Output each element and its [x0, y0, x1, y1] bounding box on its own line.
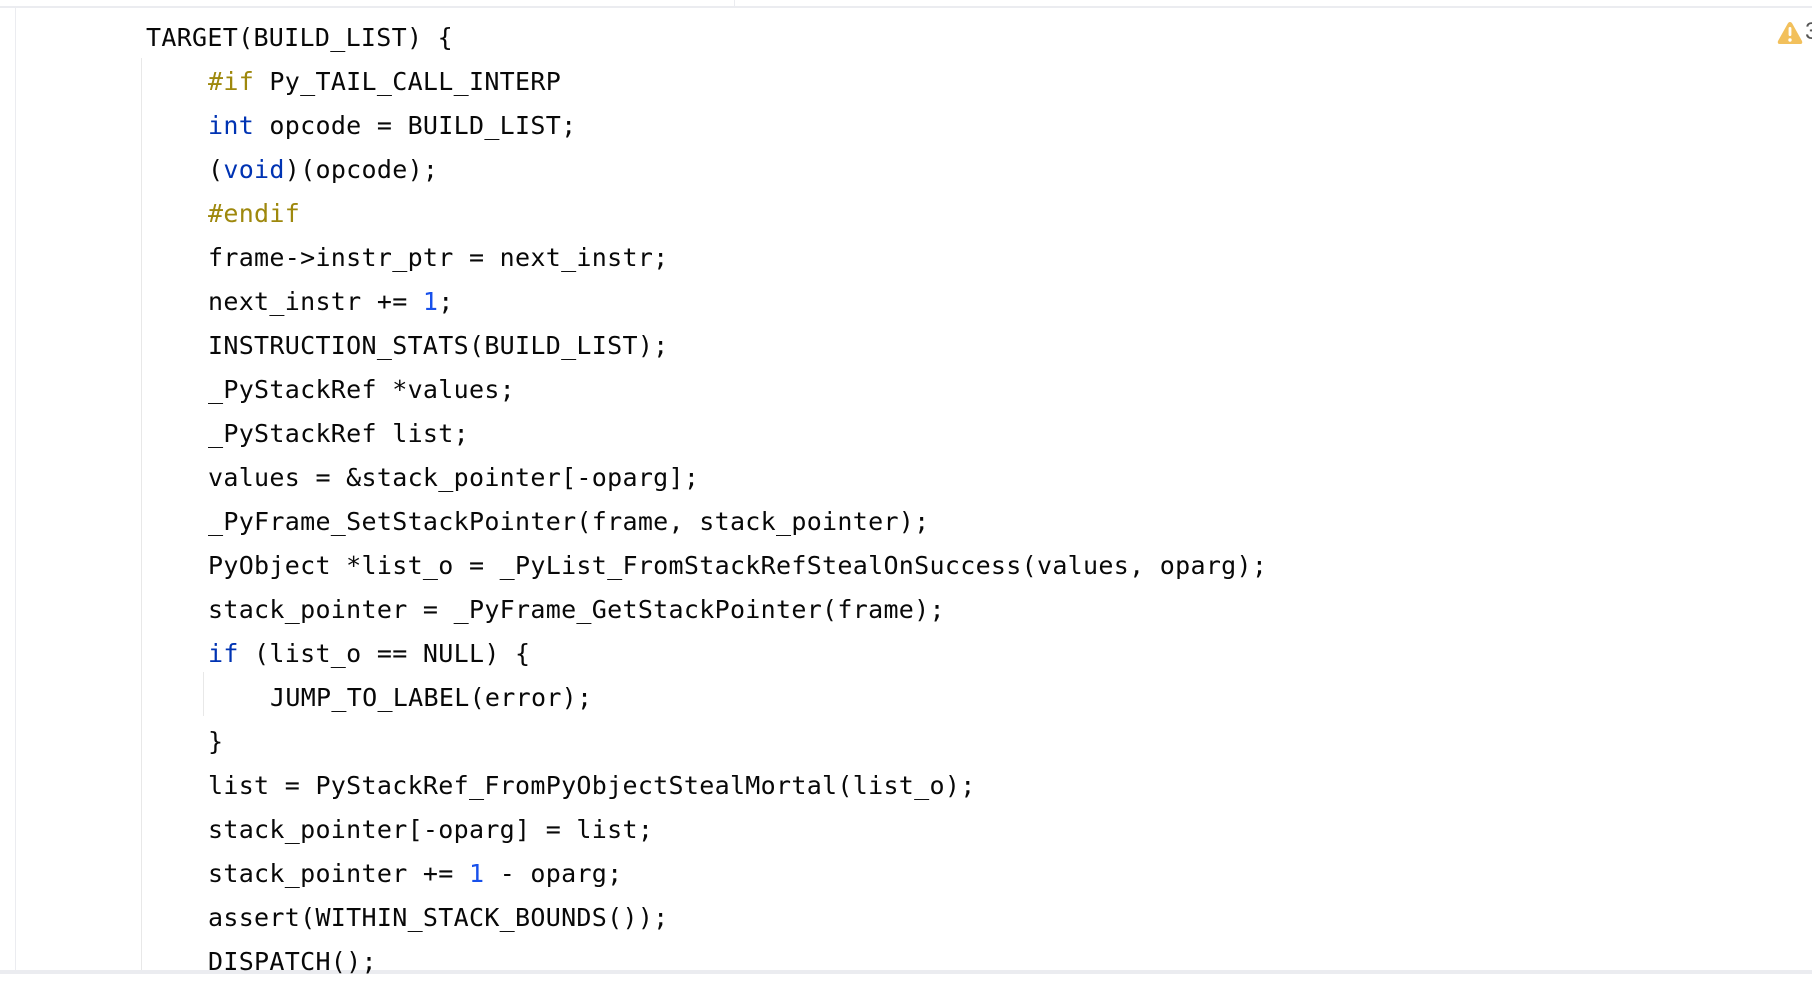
- code-line[interactable]: int opcode = BUILD_LIST;: [0, 104, 1267, 148]
- keyword-token: int: [208, 111, 255, 140]
- code-line[interactable]: assert(WITHIN_STACK_BOUNDS());: [0, 896, 1267, 940]
- code-token: }: [208, 727, 224, 756]
- code-line[interactable]: stack_pointer[-oparg] = list;: [0, 808, 1267, 852]
- code-token: INSTRUCTION_STATS(BUILD_LIST);: [208, 331, 669, 360]
- code-line[interactable]: if (list_o == NULL) {: [0, 632, 1267, 676]
- number-token: 1: [468, 859, 485, 888]
- code-token: (list_o == NULL) {: [238, 639, 531, 668]
- code-token: stack_pointer[-oparg] = list;: [208, 815, 654, 844]
- code-token: PyObject *list_o = _PyList_FromStackRefS…: [208, 551, 1268, 580]
- keyword-token: void: [223, 155, 285, 184]
- code-token: stack_pointer = _PyFrame_GetStackPointer…: [208, 595, 945, 624]
- code-token: list = PyStackRef_FromPyObjectStealMorta…: [208, 771, 976, 800]
- code-line[interactable]: PyObject *list_o = _PyList_FromStackRefS…: [0, 544, 1267, 588]
- code-line[interactable]: (void)(opcode);: [0, 148, 1267, 192]
- editor-bottom-border: [0, 970, 1812, 974]
- code-token: opcode = BUILD_LIST;: [254, 111, 577, 140]
- code-token: JUMP_TO_LABEL(error);: [270, 683, 593, 712]
- code-line[interactable]: stack_pointer = _PyFrame_GetStackPointer…: [0, 588, 1267, 632]
- code-line[interactable]: JUMP_TO_LABEL(error);: [0, 676, 1267, 720]
- code-editor[interactable]: TARGET(BUILD_LIST) { #if Py_TAIL_CALL_INT…: [0, 16, 1267, 984]
- code-token: values = &stack_pointer[-oparg];: [208, 463, 700, 492]
- code-token: DISPATCH();: [208, 947, 377, 976]
- code-token: )(opcode);: [284, 155, 439, 184]
- code-line[interactable]: stack_pointer += 1 - oparg;: [0, 852, 1267, 896]
- code-line[interactable]: INSTRUCTION_STATS(BUILD_LIST);: [0, 324, 1267, 368]
- code-token: - oparg;: [484, 859, 623, 888]
- keyword-token: if: [208, 639, 239, 668]
- code-line[interactable]: frame->instr_ptr = next_instr;: [0, 236, 1267, 280]
- code-token: (: [208, 155, 224, 184]
- code-line[interactable]: }: [0, 720, 1267, 764]
- preprocessor-token: #if: [208, 67, 255, 96]
- code-token: TARGET(BUILD_LIST) {: [146, 23, 454, 52]
- code-line[interactable]: values = &stack_pointer[-oparg];: [0, 456, 1267, 500]
- code-line[interactable]: DISPATCH();: [0, 940, 1267, 984]
- code-token: Py_TAIL_CALL_INTERP: [254, 67, 562, 96]
- indent-guide: [203, 672, 204, 716]
- code-token: frame->instr_ptr = next_instr;: [208, 243, 669, 272]
- code-token: stack_pointer +=: [208, 859, 469, 888]
- code-token: ;: [438, 287, 454, 316]
- preprocessor-token: #endif: [208, 199, 301, 228]
- code-line[interactable]: TARGET(BUILD_LIST) {: [0, 16, 1267, 60]
- code-token: next_instr +=: [208, 287, 423, 316]
- number-token: 1: [422, 287, 439, 316]
- code-token: _PyStackRef list;: [208, 419, 469, 448]
- indent-guide: [141, 58, 142, 970]
- warning-icon[interactable]: [1777, 21, 1803, 45]
- code-line[interactable]: list = PyStackRef_FromPyObjectStealMorta…: [0, 764, 1267, 808]
- warning-count[interactable]: 3: [1805, 18, 1812, 45]
- editor-top-border: [0, 6, 1812, 8]
- code-token: _PyStackRef *values;: [208, 375, 516, 404]
- code-line[interactable]: _PyStackRef *values;: [0, 368, 1267, 412]
- code-line[interactable]: #endif: [0, 192, 1267, 236]
- gutter-border: [15, 8, 16, 970]
- code-line[interactable]: #if Py_TAIL_CALL_INTERP: [0, 60, 1267, 104]
- code-line[interactable]: _PyStackRef list;: [0, 412, 1267, 456]
- tab-divider: [734, 0, 735, 6]
- code-line[interactable]: _PyFrame_SetStackPointer(frame, stack_po…: [0, 500, 1267, 544]
- code-line[interactable]: next_instr += 1;: [0, 280, 1267, 324]
- code-token: _PyFrame_SetStackPointer(frame, stack_po…: [208, 507, 930, 536]
- code-token: assert(WITHIN_STACK_BOUNDS());: [208, 903, 669, 932]
